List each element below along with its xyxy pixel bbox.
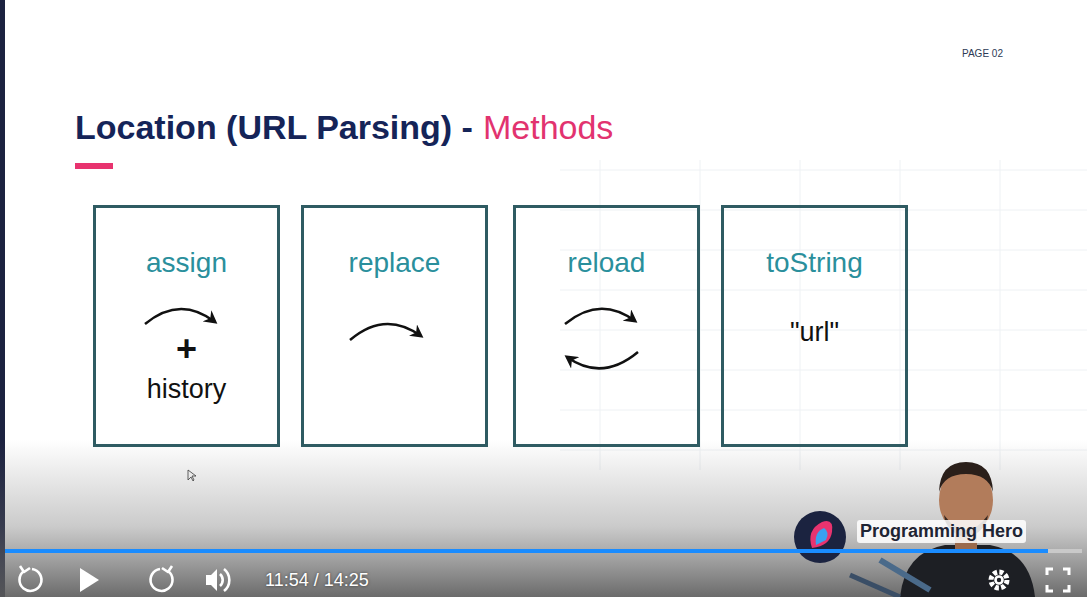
method-box: toString "url"	[721, 205, 908, 447]
title-underline	[75, 163, 113, 169]
volume-icon	[206, 569, 217, 591]
page-number: PAGE 02	[962, 47, 1003, 60]
channel-logo	[816, 528, 828, 545]
forward-arrow	[145, 309, 215, 324]
progress-track	[5, 549, 1082, 553]
channel-name: Programming Hero	[857, 520, 1026, 543]
method-name: reload	[568, 246, 646, 280]
reload-arrow	[567, 352, 638, 368]
player-controls	[19, 566, 1069, 591]
method-box: replace	[301, 205, 488, 447]
method-note: "url"	[790, 315, 839, 349]
player-shade	[0, 440, 1087, 597]
method-name: replace	[349, 246, 441, 280]
slide-title: Location (URL Parsing) -	[75, 106, 473, 148]
presenter	[850, 462, 1035, 597]
time-display: 11:54 / 14:25	[265, 569, 369, 592]
forward-arrow	[350, 324, 421, 340]
method-note: history	[147, 372, 227, 406]
method-name: assign	[146, 246, 227, 280]
play-icon	[80, 568, 99, 592]
method-box: assign +history	[93, 205, 280, 447]
plus-sign: +	[176, 329, 197, 369]
title-accent: Methods	[483, 106, 613, 148]
channel-logo	[810, 521, 832, 548]
method-name: toString	[766, 246, 863, 280]
channel-logo	[794, 511, 846, 563]
method-box: reload	[513, 205, 700, 447]
reload-arrow	[565, 309, 635, 324]
progress-fill	[5, 549, 1048, 553]
